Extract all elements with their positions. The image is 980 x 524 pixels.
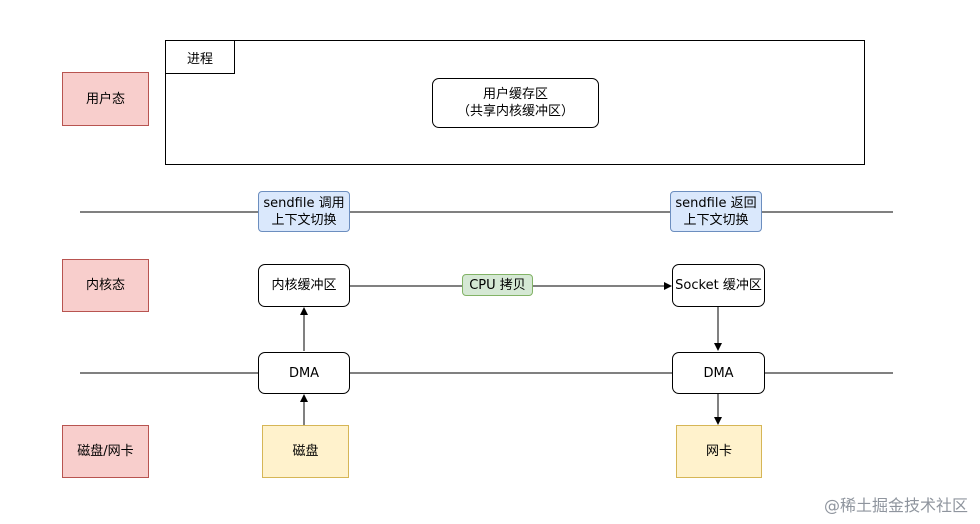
disk-node: 磁盘 — [262, 425, 349, 478]
kernel-buffer-node: 内核缓冲区 — [258, 264, 350, 307]
user-buffer-title: 用户缓存区 — [482, 87, 548, 102]
watermark-text: @稀土掘金技术社区 — [823, 496, 968, 515]
context-switch-text: 上下文切换 — [271, 212, 337, 228]
kernel-mode-label: 内核态 — [62, 259, 149, 312]
device-layer-label: 磁盘/网卡 — [62, 425, 149, 478]
dma-left-node: DMA — [258, 352, 350, 394]
process-label: 进程 — [165, 40, 235, 74]
sendfile-call-switch-label: sendfile 调用 上下文切换 — [258, 191, 350, 232]
sendfile-return-text: sendfile 返回 — [675, 195, 757, 211]
user-buffer-subtitle: （共享内核缓冲区） — [456, 104, 574, 119]
dma-right-node: DMA — [672, 352, 765, 394]
user-buffer-node: 用户缓存区 （共享内核缓冲区） — [432, 78, 599, 128]
sendfile-call-text: sendfile 调用 — [263, 195, 345, 211]
user-mode-label: 用户态 — [62, 72, 149, 126]
sendfile-return-switch-label: sendfile 返回 上下文切换 — [670, 191, 762, 232]
socket-buffer-node: Socket 缓冲区 — [672, 264, 765, 307]
cpu-copy-label: CPU 拷贝 — [462, 274, 533, 296]
nic-node: 网卡 — [676, 425, 762, 478]
context-switch-text: 上下文切换 — [683, 212, 749, 228]
